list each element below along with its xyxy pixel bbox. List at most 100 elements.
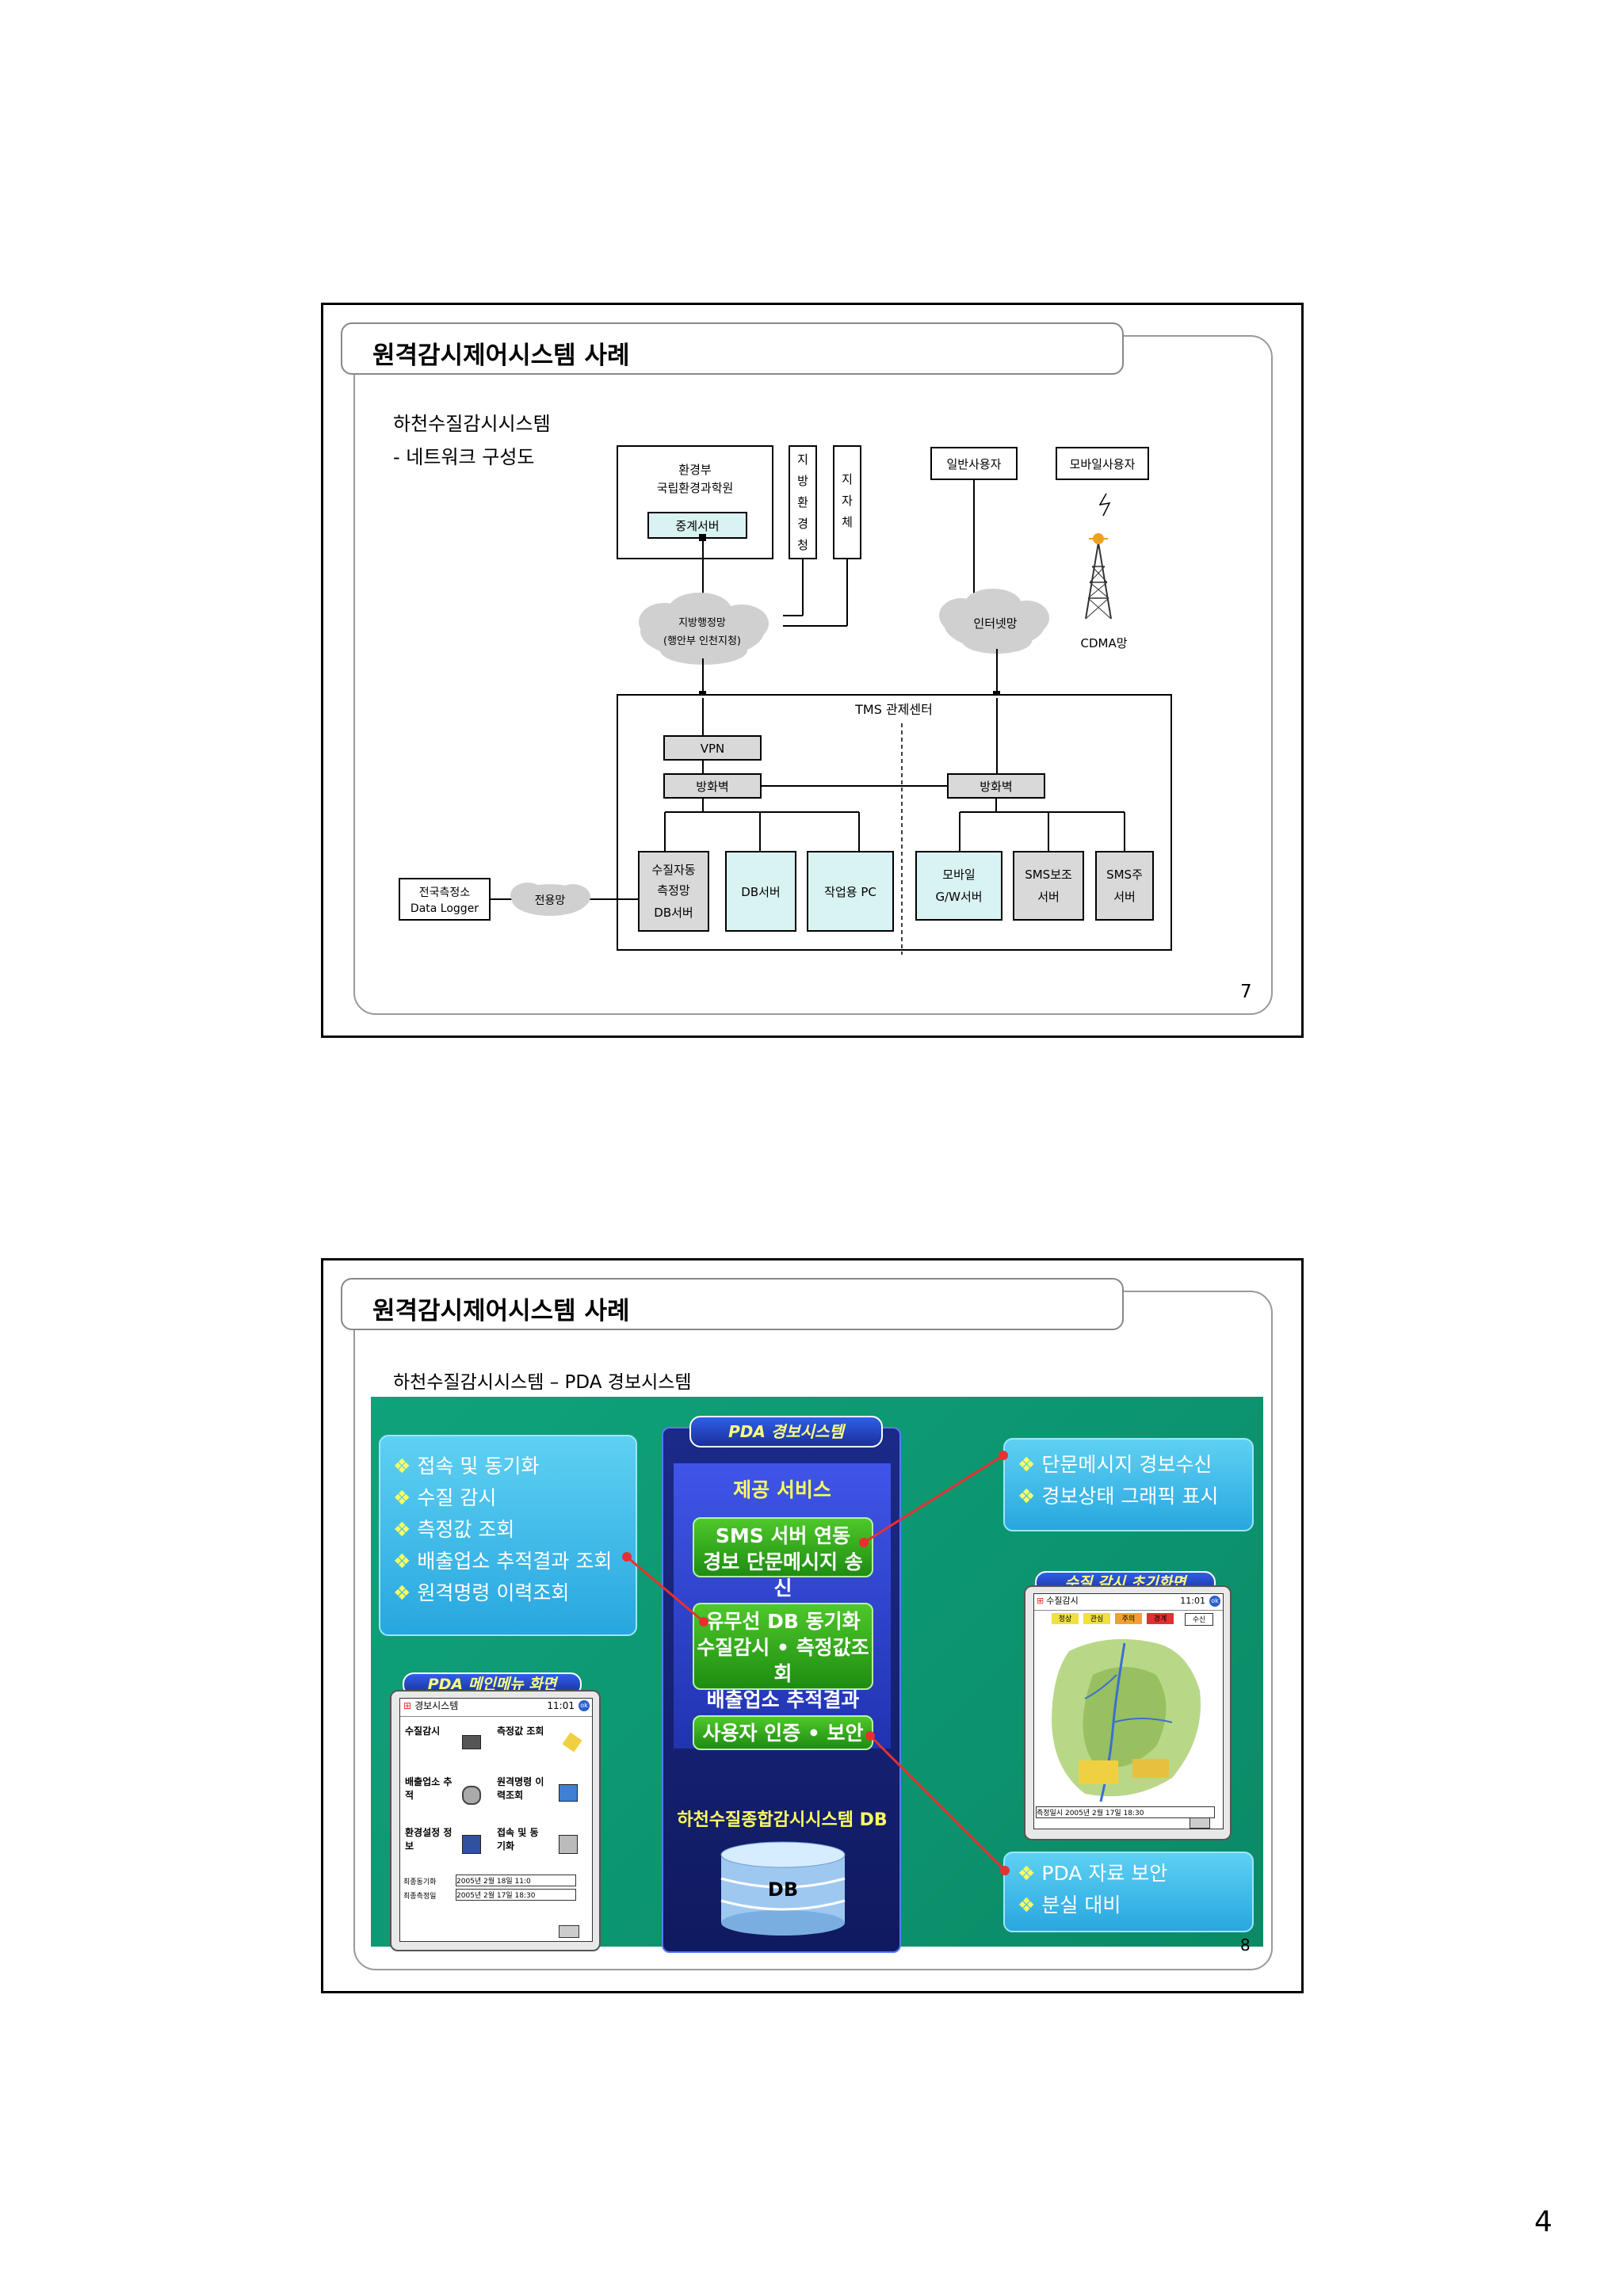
feature-item: ❖접속 및 동기화 [393,1455,540,1478]
windows-start-icon[interactable]: ⊞ [1037,1596,1044,1606]
slide-1-title: 원격감시제어시스템 사례 [341,322,1124,375]
alert-feature-item: ❖경보상태 그래픽 표시 [1018,1485,1219,1508]
mobile-user-label: 모바일사용자 [1070,457,1136,471]
national-station-line1: 전국측정소 [419,887,471,899]
menu-item-command-history[interactable]: 원격명령 이력조회 [497,1776,544,1801]
monitor-icon [462,1735,481,1749]
dedicated-net-label: 전용망 [535,894,566,907]
internet-cloud [939,589,1049,654]
local-gov-char: 체 [842,515,853,529]
vpn-label: VPN [701,742,725,756]
auth-security-button: 사용자 인증 • 보안 [693,1715,873,1750]
relay-server-box [647,512,747,539]
menu-item-sync[interactable]: 접속 및 동기화 [497,1827,539,1852]
sms-main-server-box [1095,851,1154,921]
feature-list-box: ❖접속 및 동기화 ❖수질 감시 ❖측정값 조회 ❖배출업소 추적결과 조회 ❖… [379,1435,637,1636]
work-pc-label: 작업용 PC [824,885,876,899]
slide-2-number: 8 [1240,1936,1251,1955]
mobile-gw-line: G/W서버 [935,890,982,904]
regional-env-char: 환 [797,495,808,509]
db-section-title: 하천수질종합감시시스템 DB [677,1810,888,1830]
last-measure-label: 최종측정일 [403,1893,437,1901]
regional-env-char: 방 [797,474,808,488]
feature-item: ❖측정값 조회 [393,1518,515,1541]
slide-1: 원격감시제어시스템 사례 하천수질감시시스템 - 네트워크 구성도 7 환경부 … [321,303,1304,1038]
sms-main-line: 서버 [1113,890,1136,904]
status-tab-normal[interactable]: 정상 [1052,1613,1079,1624]
slide-2-subtitle: 하천수질감시시스템 – PDA 경보시스템 [393,1372,692,1393]
sync-icon [559,1835,578,1854]
bullet-icon: ❖ [393,1518,411,1541]
tracking-icon [462,1786,481,1805]
gov-net-line1: 지방행정망 [678,616,726,629]
national-station-line2: Data Logger [411,902,479,915]
menu-item-water-monitor[interactable]: 수질감시 [405,1726,441,1737]
water-db-line: 수질자동 [651,863,695,877]
river-map [1037,1627,1220,1805]
status-tab-caution[interactable]: 주의 [1115,1613,1142,1624]
last-sync-value: 2005년 2월 18일 11:0 [456,1875,576,1886]
security-feature-item: ❖분실 대비 [1018,1894,1121,1917]
bullet-icon: ❖ [393,1486,411,1509]
firewall-left-label: 방화벽 [696,780,728,794]
status-tab-receive[interactable]: 수신 [1185,1613,1213,1626]
status-tab-alert[interactable]: 경계 [1147,1613,1174,1624]
menu-item-emission-track[interactable]: 배출업소 추적 [405,1776,453,1801]
tms-center-label: TMS 관제센터 [854,702,933,717]
pda-main-device: ⊞경보시스템 11:01 ok 수질감시 측정값 조회 배출업소 추적 원격명령… [390,1690,601,1951]
moe-line2: 국립환경과학원 [657,481,734,495]
security-features-box: ❖PDA 자료 보안 ❖분실 대비 [1003,1852,1254,1932]
mobile-gw-line: 모바일 [942,868,975,882]
vpn-box [663,735,762,761]
bullet-icon: ❖ [1018,1894,1036,1917]
slide-1-subtitle-line1: 하천수질감시시스템 [393,413,551,435]
sms-aux-server-box [1013,851,1084,921]
measure-time-footer: 측정일시 2005년 2월 17일 18:30 [1036,1806,1215,1818]
db-server-label: DB서버 [741,885,780,899]
firewall-right-label: 방화벽 [980,780,1012,794]
work-pc-box [807,851,894,932]
cdma-label: CDMA망 [1080,636,1127,650]
bullet-icon: ❖ [1018,1862,1036,1885]
moe-box [617,445,773,559]
gov-network-cloud [639,593,769,665]
last-measure-value: 2005년 2월 17일 18:30 [456,1889,576,1901]
settings-icon [462,1835,481,1854]
menu-item-measure-query[interactable]: 측정값 조회 [497,1726,544,1737]
mobile-user-box [1056,447,1149,480]
db-server-box [725,851,796,932]
ok-icon[interactable]: ok [1209,1596,1220,1607]
bullet-icon: ❖ [1018,1453,1036,1476]
cdma-tower-icon [1085,533,1112,620]
alert-feature-item: ❖단문메시지 경보수신 [1018,1453,1212,1476]
wireless-signal-icon [1098,493,1111,517]
menu-item-settings[interactable]: 환경설정 정보 [405,1827,453,1852]
bullet-icon: ❖ [393,1455,411,1478]
gov-net-line2: (행안부 인천지청) [663,635,741,647]
network-diagram: 환경부 국립환경과학원 중계서버 지 방 환 경 청 지 자 체 지방행정망 ( [399,445,1172,955]
pda-monitor-device: ⊞수질감시 11:01 ok 정상 관심 주의 경계 수신 측정일시 2005년… [1024,1585,1232,1840]
pda-system-header: PDA 경보시스템 [689,1416,883,1447]
keyboard-icon[interactable] [559,1925,579,1938]
dedicated-network-cloud [510,883,590,916]
sms-main-line: SMS주 [1106,868,1143,882]
ok-icon[interactable]: ok [579,1700,590,1711]
regional-env-char: 지 [797,452,808,467]
regional-env-char: 청 [797,538,808,552]
water-db-server-box [638,851,709,932]
windows-start-icon[interactable]: ⊞ [403,1700,412,1711]
last-sync-label: 최종동기화 [403,1878,437,1886]
service-title: 제공 서비스 [733,1478,831,1501]
sms-aux-line: 서버 [1037,890,1060,904]
regional-env-box [789,445,817,559]
local-gov-char: 지 [842,472,853,486]
keyboard-icon[interactable] [1190,1817,1210,1829]
bullet-icon: ❖ [393,1581,411,1604]
status-tab-interest[interactable]: 관심 [1083,1613,1110,1624]
feature-item: ❖원격명령 이력조회 [393,1581,570,1604]
slide-2: 원격감시제어시스템 사례 하천수질감시시스템 – PDA 경보시스템 ❖접속 및… [321,1258,1304,1993]
db-label: DB [767,1878,799,1901]
bullet-icon: ❖ [1018,1485,1036,1508]
feature-item: ❖수질 감시 [393,1486,497,1509]
